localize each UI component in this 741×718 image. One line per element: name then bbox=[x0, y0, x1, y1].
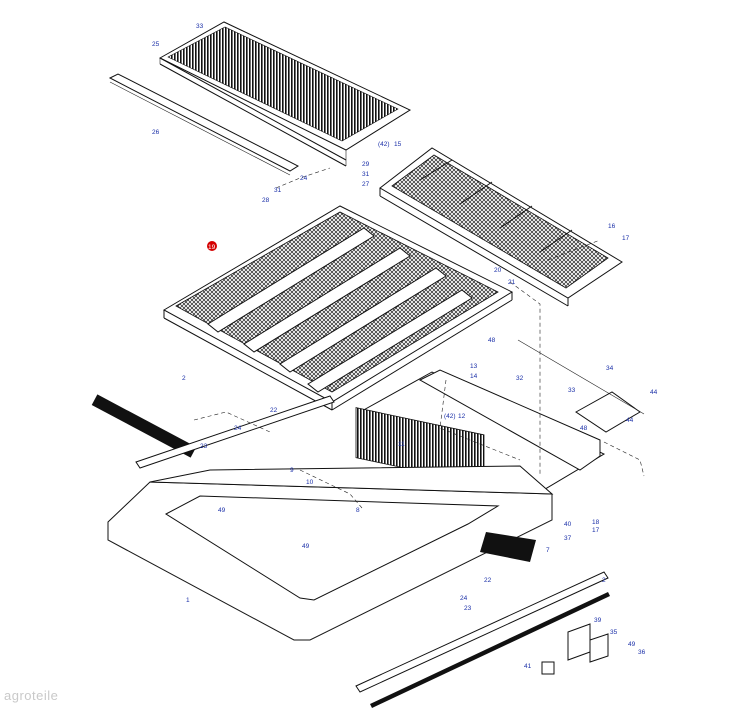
label-36: 36 bbox=[638, 649, 646, 656]
label-49a: 49 bbox=[218, 507, 226, 514]
label-29: 29 bbox=[362, 161, 370, 168]
label-42a: (42) bbox=[378, 141, 390, 148]
label-28: 28 bbox=[262, 197, 270, 204]
label-17b: 17 bbox=[592, 527, 600, 534]
label-33: 33 bbox=[196, 23, 204, 30]
label-37: 37 bbox=[564, 535, 572, 542]
top-rack-part bbox=[158, 21, 412, 167]
seal-bar-22-right bbox=[355, 571, 609, 693]
label-1: 1 bbox=[186, 597, 190, 604]
label-16: 16 bbox=[608, 223, 616, 230]
label-23a: 23 bbox=[200, 443, 208, 450]
label-8: 8 bbox=[356, 507, 360, 514]
label-49b: 49 bbox=[302, 543, 310, 550]
label-21: 21 bbox=[508, 279, 516, 286]
small-parts-39-35 bbox=[541, 623, 609, 675]
label-11: 11 bbox=[398, 441, 405, 448]
label-23b: 23 bbox=[464, 605, 472, 612]
label-34: 34 bbox=[606, 365, 614, 372]
label-2b: 2 bbox=[602, 577, 606, 584]
label-9: 9 bbox=[290, 467, 294, 474]
seal-bar-22-left bbox=[135, 395, 335, 469]
label-12: 12 bbox=[458, 413, 466, 420]
label-26: 26 bbox=[152, 129, 160, 136]
label-2a: 2 bbox=[182, 375, 186, 382]
label-31a: 31 bbox=[362, 171, 370, 178]
label-35: 35 bbox=[610, 629, 618, 636]
watermark-text: agroteile bbox=[4, 688, 59, 703]
label-40: 40 bbox=[564, 521, 572, 528]
label-24c: 24 bbox=[460, 595, 468, 602]
label-27: 27 bbox=[362, 181, 370, 188]
part-labels: 33 25 26 29 31 27 24 31 28 (42) 15 16 17… bbox=[152, 23, 658, 670]
label-25: 25 bbox=[152, 41, 160, 48]
upper-sieve-15 bbox=[379, 147, 623, 307]
highlight-marker-19 bbox=[207, 241, 217, 251]
label-48b: 48 bbox=[580, 425, 588, 432]
main-frame-1 bbox=[107, 465, 554, 641]
label-44b: 44 bbox=[626, 417, 634, 424]
label-7: 7 bbox=[546, 547, 550, 554]
label-18: 18 bbox=[592, 519, 600, 526]
label-41: 41 bbox=[524, 663, 532, 670]
label-22b: 22 bbox=[484, 577, 492, 584]
label-32: 32 bbox=[516, 375, 524, 382]
label-24b: 24 bbox=[234, 425, 242, 432]
label-15: 15 bbox=[394, 141, 402, 148]
rubber-seal-2-right bbox=[370, 592, 610, 708]
label-22a: 22 bbox=[270, 407, 278, 414]
label-33b: 33 bbox=[568, 387, 576, 394]
label-19: 19 bbox=[208, 244, 216, 251]
guide-lines bbox=[193, 167, 645, 509]
label-42b: (42) bbox=[444, 413, 456, 420]
side-bar-26 bbox=[108, 73, 300, 176]
label-39: 39 bbox=[594, 617, 602, 624]
label-20: 20 bbox=[494, 267, 502, 274]
label-10: 10 bbox=[306, 479, 314, 486]
main-sieve-19 bbox=[162, 205, 514, 411]
label-24a: 24 bbox=[300, 175, 308, 182]
label-14: 14 bbox=[470, 373, 478, 380]
rubber-seal-2-left bbox=[91, 394, 197, 458]
label-17a: 17 bbox=[622, 235, 630, 242]
label-31b: 31 bbox=[274, 187, 282, 194]
right-bracket-34 bbox=[517, 339, 645, 433]
label-48a: 48 bbox=[488, 337, 496, 344]
label-44a: 44 bbox=[650, 389, 658, 396]
seal-7 bbox=[480, 532, 536, 562]
label-49c: 49 bbox=[628, 641, 636, 648]
label-13: 13 bbox=[470, 363, 478, 370]
